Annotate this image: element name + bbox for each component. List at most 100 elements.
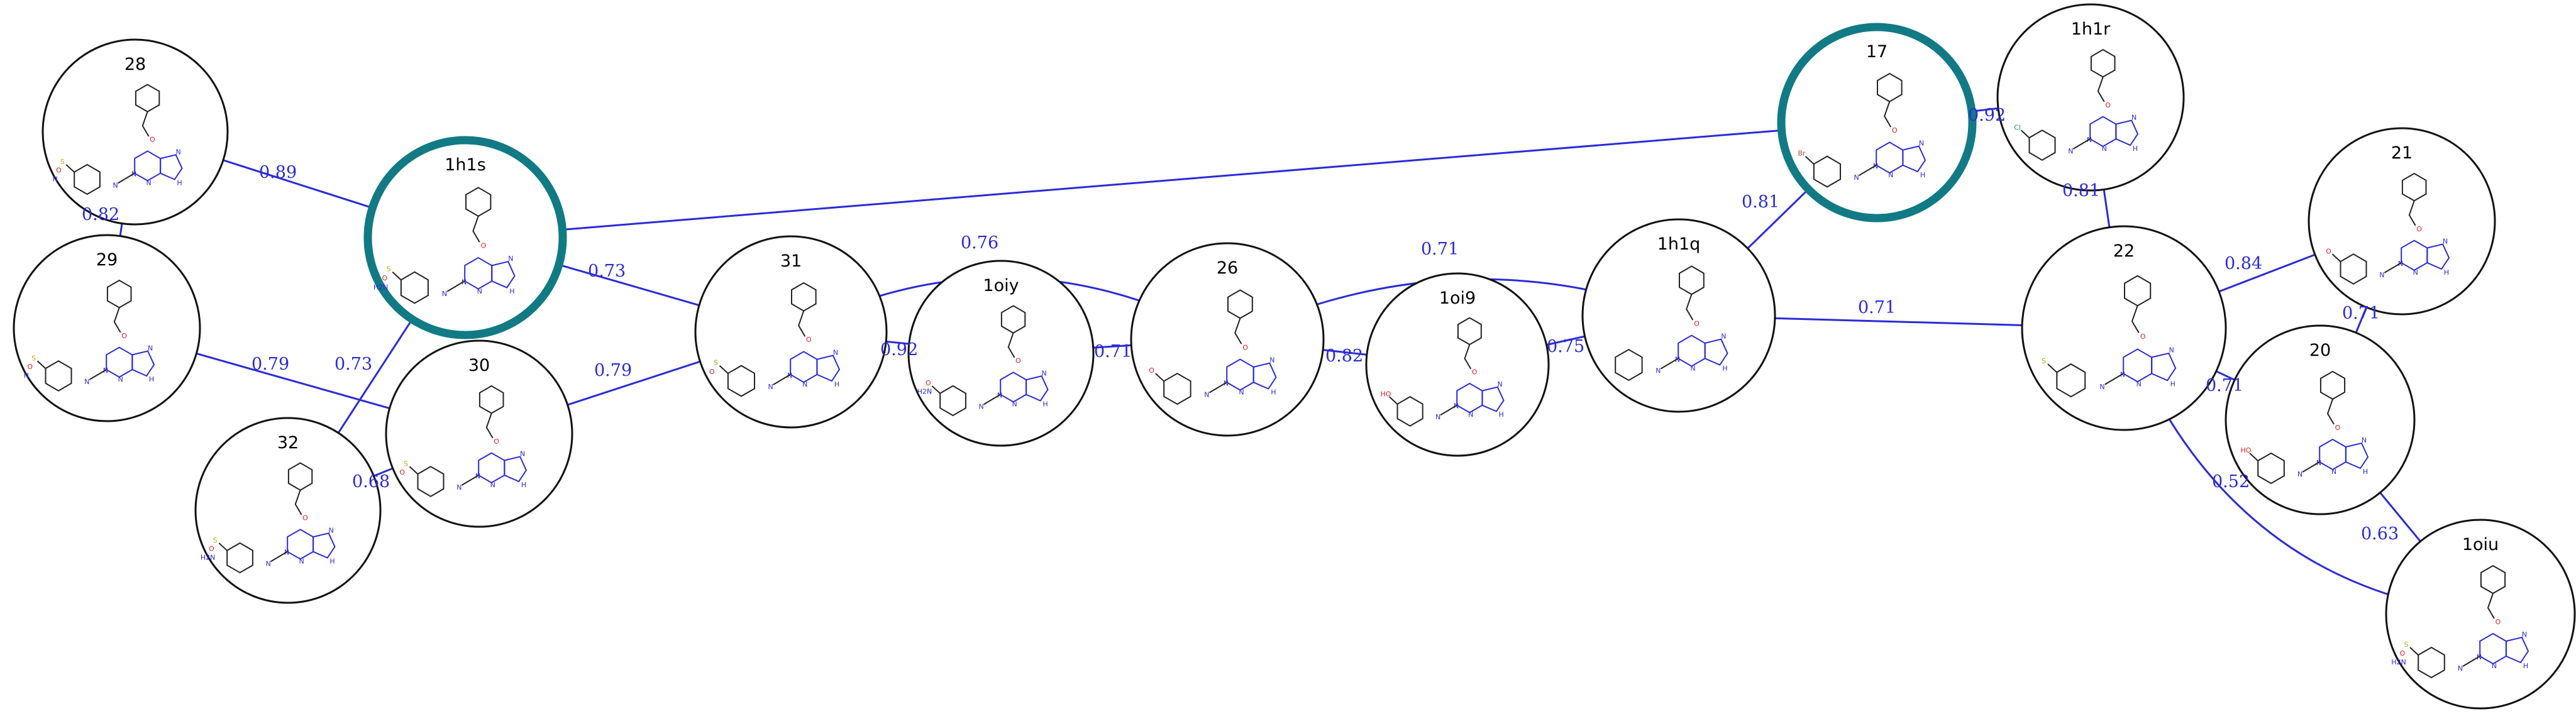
edge-weight-1h1s-32: 0.73	[334, 355, 372, 374]
edge-weight-28-29: 0.82	[82, 205, 119, 224]
svg-text:N: N	[299, 557, 304, 565]
svg-text:O: O	[806, 336, 812, 344]
svg-text:N: N	[1498, 380, 1503, 388]
svg-text:S: S	[2404, 641, 2409, 649]
svg-text:N: N	[1854, 173, 1859, 182]
svg-text:H: H	[1271, 388, 1276, 397]
svg-text:N: N	[2522, 630, 2527, 639]
node-label: 26	[1217, 258, 1238, 278]
svg-text:N: N	[2068, 147, 2073, 155]
node-circle	[363, 136, 567, 339]
svg-text:H: H	[2133, 145, 2138, 153]
svg-text:O: O	[1892, 126, 1898, 135]
svg-text:O: O	[2140, 333, 2146, 341]
edge-weight-1oiy-26: 0.71	[1094, 342, 1132, 361]
svg-text:O: O	[2400, 649, 2406, 657]
svg-text:N: N	[146, 179, 151, 187]
svg-text:HO: HO	[2241, 446, 2252, 454]
svg-text:O: O	[2496, 618, 2501, 626]
node-label: 21	[2391, 143, 2413, 163]
node-label: 1oi9	[1439, 289, 1476, 308]
svg-text:S: S	[60, 158, 65, 166]
edge-weight-1h1q-22: 0.71	[1858, 298, 1896, 317]
edge-weight-30-31: 0.79	[594, 361, 632, 380]
svg-text:N: N	[2362, 436, 2367, 444]
node-label: 30	[468, 356, 490, 375]
svg-text:N: N	[1919, 139, 1924, 147]
node-label: 28	[124, 55, 146, 74]
svg-text:N: N	[2137, 380, 2142, 388]
svg-text:O: O	[2105, 101, 2111, 109]
svg-text:O: O	[1694, 319, 1700, 327]
edge-weight-22-21: 0.84	[2225, 254, 2262, 273]
svg-text:S: S	[404, 459, 408, 468]
svg-text:O: O	[150, 136, 155, 144]
svg-text:N: N	[1012, 400, 1017, 408]
svg-text:N: N	[2131, 114, 2137, 122]
svg-text:N: N	[2458, 664, 2463, 673]
node-circle	[2225, 324, 2416, 515]
svg-text:N: N	[2492, 662, 2497, 670]
svg-text:N: N	[52, 175, 57, 183]
svg-text:H: H	[2523, 662, 2528, 670]
svg-text:N: N	[1041, 369, 1046, 377]
edge-weight-17-1h1r: 0.92	[1968, 106, 2006, 125]
svg-text:N: N	[2099, 383, 2104, 391]
edge-weight-1h1r-22: 0.81	[2062, 181, 2100, 201]
nodes-layer: 28ONNNHNSON1h1sONNNHNSOH2N29ONNNHNSON32O…	[13, 3, 2576, 710]
svg-text:H: H	[2170, 380, 2175, 388]
svg-text:O: O	[2326, 247, 2331, 255]
svg-text:N: N	[477, 287, 482, 295]
edge-weight-28-1h1s: 0.89	[259, 163, 297, 182]
svg-text:H: H	[2363, 468, 2368, 476]
node-circle	[1581, 218, 1776, 413]
svg-text:N: N	[266, 559, 271, 568]
node-circle	[13, 234, 201, 422]
svg-text:N: N	[1269, 356, 1274, 365]
svg-text:O: O	[121, 332, 127, 340]
node-circle	[385, 339, 573, 528]
svg-text:N: N	[148, 344, 153, 353]
edge-weight-32-30: 0.68	[352, 472, 390, 492]
svg-text:N: N	[520, 450, 525, 458]
svg-text:H: H	[2444, 268, 2449, 277]
edge-weight-1h1s-31: 0.73	[588, 261, 626, 281]
svg-text:N: N	[1690, 365, 1695, 373]
svg-text:O: O	[382, 274, 388, 282]
svg-text:N: N	[1721, 333, 1726, 341]
svg-text:O: O	[302, 514, 308, 522]
svg-text:N: N	[113, 181, 118, 189]
svg-text:N: N	[802, 380, 807, 388]
node-circle	[694, 235, 888, 429]
node-circle	[2021, 225, 2227, 431]
node-label: 1h1s	[445, 155, 486, 175]
svg-text:O: O	[1149, 366, 1154, 375]
svg-text:N: N	[2297, 470, 2302, 478]
svg-text:O: O	[494, 437, 499, 446]
